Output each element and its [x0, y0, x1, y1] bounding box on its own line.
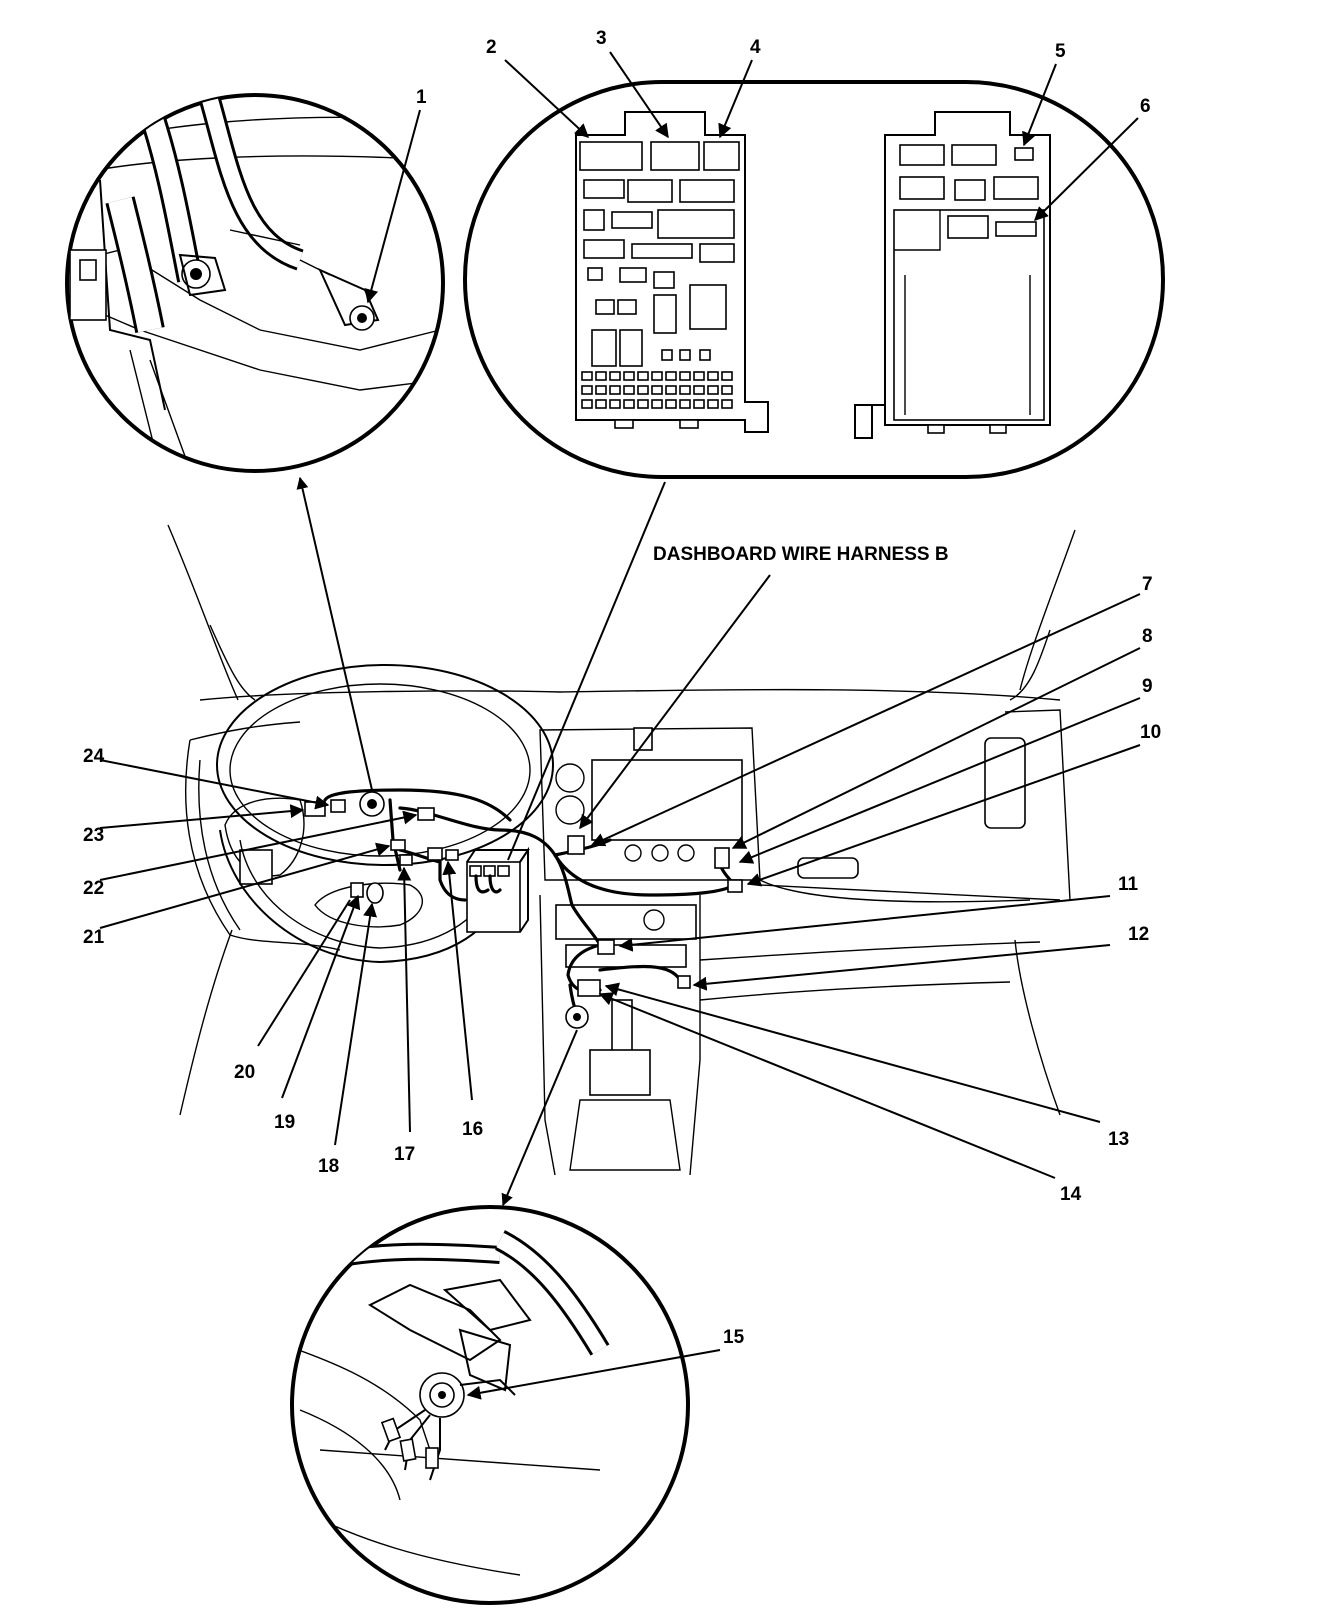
- detail-circle-ground-15: [290, 1205, 690, 1605]
- detail-circle-ground-1: [65, 93, 445, 473]
- fuse-box-rear: [854, 111, 1051, 439]
- connector-17: [399, 854, 413, 866]
- connector-7: [567, 835, 585, 855]
- dashboard-illustration: [167, 524, 1076, 1176]
- callout-18: 18: [318, 1156, 339, 1177]
- callout-12: 12: [1128, 924, 1149, 945]
- connector-21: [390, 839, 406, 851]
- fuse-box-front: [575, 111, 769, 433]
- connector-11: [597, 939, 615, 955]
- callout-5: 5: [1055, 41, 1066, 62]
- detail-fuse-box-oval: [463, 80, 1165, 479]
- callout-13: 13: [1108, 1129, 1129, 1150]
- connector-12: [677, 975, 691, 989]
- connector-10: [727, 879, 743, 893]
- callout-8: 8: [1142, 626, 1153, 647]
- callout-3: 3: [596, 28, 607, 49]
- center-console: [539, 727, 761, 1176]
- callout-leaders: [99, 51, 1141, 1400]
- callout-21: 21: [83, 927, 105, 948]
- callout-7: 7: [1142, 574, 1153, 595]
- callout-17: 17: [394, 1144, 415, 1165]
- callout-23: 23: [83, 825, 104, 846]
- under-dash-fuse-box: [466, 846, 530, 933]
- callout-1: 1: [416, 87, 427, 108]
- callout-19: 19: [274, 1112, 295, 1133]
- callout-2: 2: [486, 37, 497, 58]
- connector-16a: [427, 847, 443, 861]
- connector-13: [577, 979, 601, 997]
- callout-6: 6: [1140, 96, 1151, 117]
- connector-24: [330, 799, 346, 813]
- connector-20: [350, 882, 364, 898]
- connector-8: [714, 847, 730, 869]
- harness-label: DASHBOARD WIRE HARNESS B: [653, 544, 949, 565]
- callout-22: 22: [83, 878, 104, 899]
- callout-11: 11: [1118, 874, 1139, 895]
- callout-16: 16: [462, 1119, 483, 1140]
- fuse-grid: [581, 371, 733, 409]
- callout-4: 4: [750, 37, 761, 58]
- callout-24: 24: [83, 746, 105, 767]
- callout-10: 10: [1140, 722, 1161, 743]
- connector-16b: [445, 849, 459, 861]
- callout-14: 14: [1060, 1184, 1082, 1205]
- callout-9: 9: [1142, 676, 1153, 697]
- connector-19: [366, 882, 384, 904]
- callout-15: 15: [723, 1327, 745, 1348]
- callout-labels: DASHBOARD WIRE HARNESS B 1 2 3 4 5 6 7 8…: [83, 28, 1161, 1348]
- connector-22: [417, 807, 435, 821]
- callout-20: 20: [234, 1062, 255, 1083]
